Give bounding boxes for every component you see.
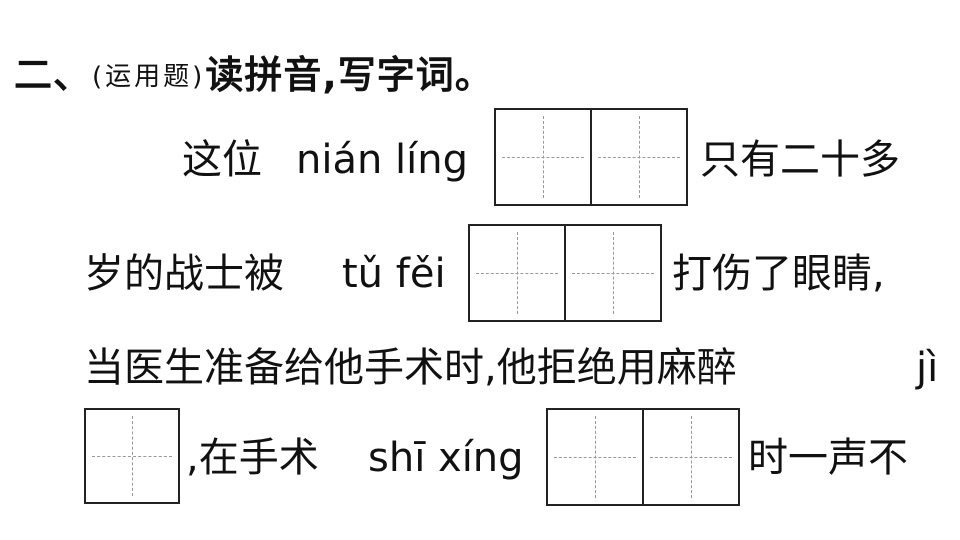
- question-heading: 二、(运用题)读拼音,写字词。: [14, 44, 494, 99]
- question-instruction: 读拼音,写字词。: [205, 53, 494, 97]
- char-cell[interactable]: [564, 226, 660, 320]
- answer-box-tufei[interactable]: [468, 224, 662, 322]
- line2-pinyin: tǔ fěi: [342, 251, 446, 297]
- line4-middle-text: ,在手术: [186, 435, 319, 481]
- answer-box-shixing[interactable]: [546, 408, 740, 506]
- char-cell[interactable]: [86, 410, 178, 502]
- answer-box-nianling[interactable]: [494, 108, 688, 206]
- line2-before-text: 岁的战士被: [84, 251, 284, 297]
- line2-after-text: 打伤了眼睛,: [672, 251, 885, 297]
- char-cell[interactable]: [590, 110, 686, 204]
- line1-pinyin: nián líng: [296, 137, 469, 183]
- line4-pinyin: shī xíng: [368, 435, 524, 481]
- question-tag: (运用题): [92, 62, 206, 92]
- line1-after-text: 只有二十多: [700, 137, 900, 183]
- answer-box-ji[interactable]: [84, 408, 180, 504]
- char-cell[interactable]: [642, 410, 738, 504]
- question-number: 二、: [14, 53, 93, 97]
- line1-before-text: 这位: [182, 137, 262, 183]
- char-cell[interactable]: [496, 110, 590, 204]
- char-cell[interactable]: [548, 410, 642, 504]
- line3-pinyin: jì: [916, 345, 939, 391]
- line4-after-text: 时一声不: [748, 435, 908, 481]
- line3-text: 当医生准备给他手术时,他拒绝用麻醉: [84, 345, 737, 391]
- char-cell[interactable]: [470, 226, 564, 320]
